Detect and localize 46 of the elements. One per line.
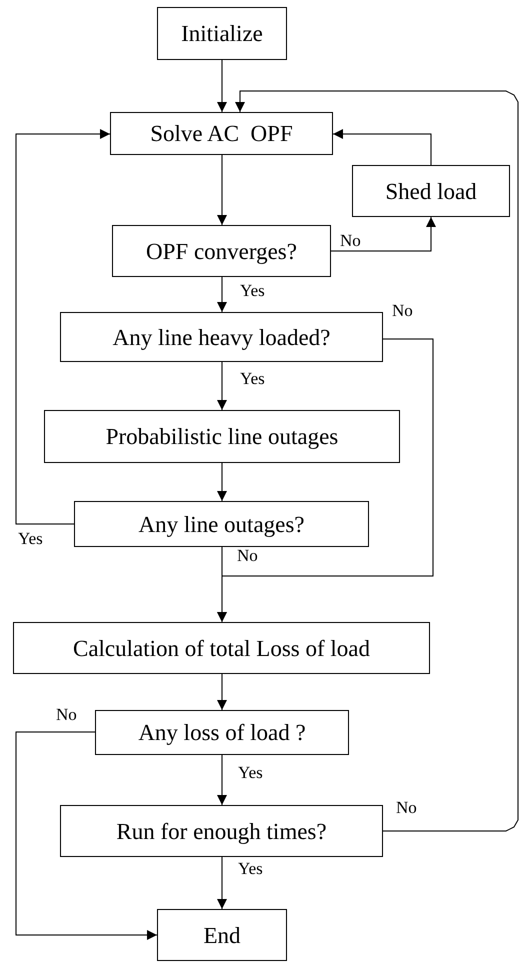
arrow	[217, 462, 227, 502]
arrow	[330, 216, 436, 252]
box-text: Calculation of total Loss of load	[72, 636, 370, 660]
process-box	[352, 165, 510, 217]
box-text: Any line outages?	[138, 512, 305, 536]
process-box	[110, 112, 333, 155]
edge-label: Yes	[240, 370, 265, 387]
process-box	[44, 410, 400, 463]
edge-label: Yes	[240, 282, 265, 299]
arrow	[217, 546, 227, 622]
process-box	[95, 710, 349, 755]
box-text: Any line heavy loaded?	[112, 326, 330, 348]
arrow	[332, 129, 432, 166]
arrow	[217, 154, 227, 226]
arrow	[16, 732, 158, 940]
edge-label: Yes	[238, 860, 263, 877]
box-text: Shed load	[385, 180, 477, 202]
edge-label: No	[56, 706, 77, 723]
edge-label: No	[396, 799, 417, 816]
box-text: Initialize	[181, 22, 263, 45]
edge-label: No	[392, 302, 413, 319]
arrow	[217, 754, 227, 806]
box-text: OPF converges?	[146, 240, 297, 262]
process-box	[157, 909, 287, 961]
process-box	[74, 501, 369, 547]
box-text: Any loss of load ?	[138, 721, 306, 744]
process-box	[112, 225, 331, 277]
box-text: End	[203, 924, 241, 946]
arrow	[217, 60, 227, 112]
box-text: Run for enough times?	[116, 820, 327, 842]
process-box	[60, 805, 383, 857]
arrow	[217, 362, 227, 410]
process-box	[60, 312, 383, 362]
arrow	[16, 129, 110, 524]
arrow	[217, 674, 227, 710]
arrow	[217, 856, 227, 910]
edge-label: No	[237, 547, 258, 564]
edge-label: Yes	[18, 530, 43, 547]
edge-label: Yes	[238, 764, 263, 781]
process-box	[157, 7, 287, 60]
edge-label: No	[340, 232, 361, 249]
box-text: Probabilistic line outages	[106, 425, 338, 448]
arrow	[235, 90, 518, 832]
arrow	[217, 276, 227, 312]
box-text: Solve AC OPF	[150, 122, 293, 145]
process-box	[13, 622, 430, 674]
